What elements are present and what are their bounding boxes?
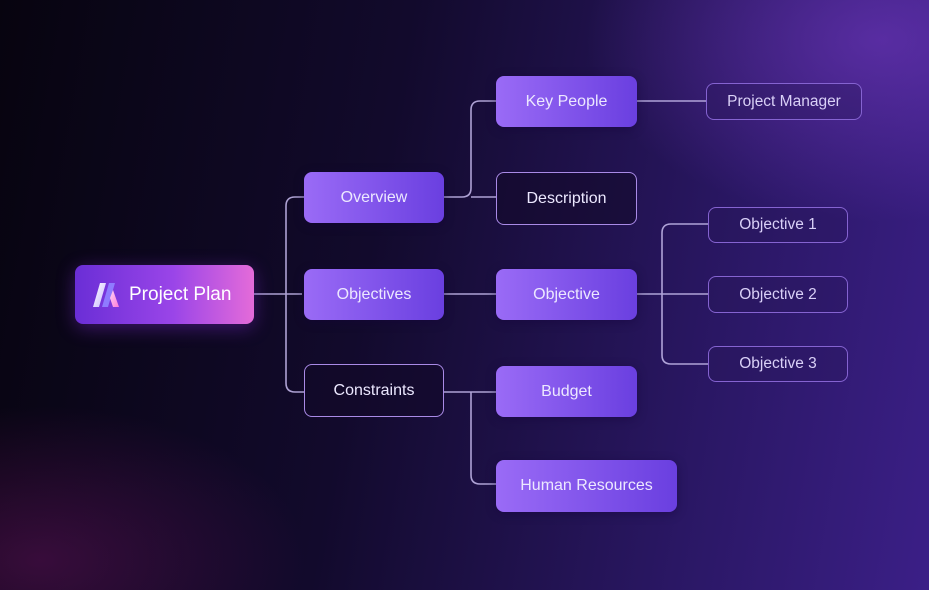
node-budget[interactable]: Budget bbox=[496, 366, 637, 417]
connector-root-to-branches bbox=[254, 196, 304, 393]
node-project-manager[interactable]: Project Manager bbox=[706, 83, 862, 120]
node-label: Objective 3 bbox=[739, 355, 817, 372]
slanted-bars-logo-icon bbox=[93, 282, 119, 307]
root-node-project-plan[interactable]: Project Plan bbox=[75, 265, 254, 324]
node-objective-2[interactable]: Objective 2 bbox=[708, 276, 848, 313]
node-objectives[interactable]: Objectives bbox=[304, 269, 444, 320]
node-label: Constraints bbox=[333, 381, 415, 399]
node-label: Objective 2 bbox=[739, 285, 817, 303]
node-label: Human Resources bbox=[520, 477, 653, 494]
node-human-resources[interactable]: Human Resources bbox=[496, 460, 677, 512]
node-label: Key People bbox=[525, 92, 608, 110]
node-key-people[interactable]: Key People bbox=[496, 76, 637, 127]
node-overview[interactable]: Overview bbox=[304, 172, 444, 223]
node-objective[interactable]: Objective bbox=[496, 269, 637, 320]
node-constraints[interactable]: Constraints bbox=[304, 364, 444, 417]
node-label: Objective 1 bbox=[739, 216, 817, 233]
root-node-label: Project Plan bbox=[129, 283, 232, 305]
node-label: Objective bbox=[533, 285, 600, 303]
connector-overview-to-children bbox=[444, 100, 496, 198]
node-label: Description bbox=[526, 189, 607, 207]
connector-objective-to-items bbox=[637, 223, 708, 365]
node-objective-1[interactable]: Objective 1 bbox=[708, 207, 848, 243]
node-label: Objectives bbox=[336, 285, 412, 303]
node-label: Overview bbox=[340, 188, 408, 206]
node-label: Project Manager bbox=[727, 92, 841, 110]
node-label: Budget bbox=[541, 382, 592, 400]
node-description[interactable]: Description bbox=[496, 172, 637, 225]
connector-constraints-to-children bbox=[444, 391, 496, 485]
node-objective-3[interactable]: Objective 3 bbox=[708, 346, 848, 382]
